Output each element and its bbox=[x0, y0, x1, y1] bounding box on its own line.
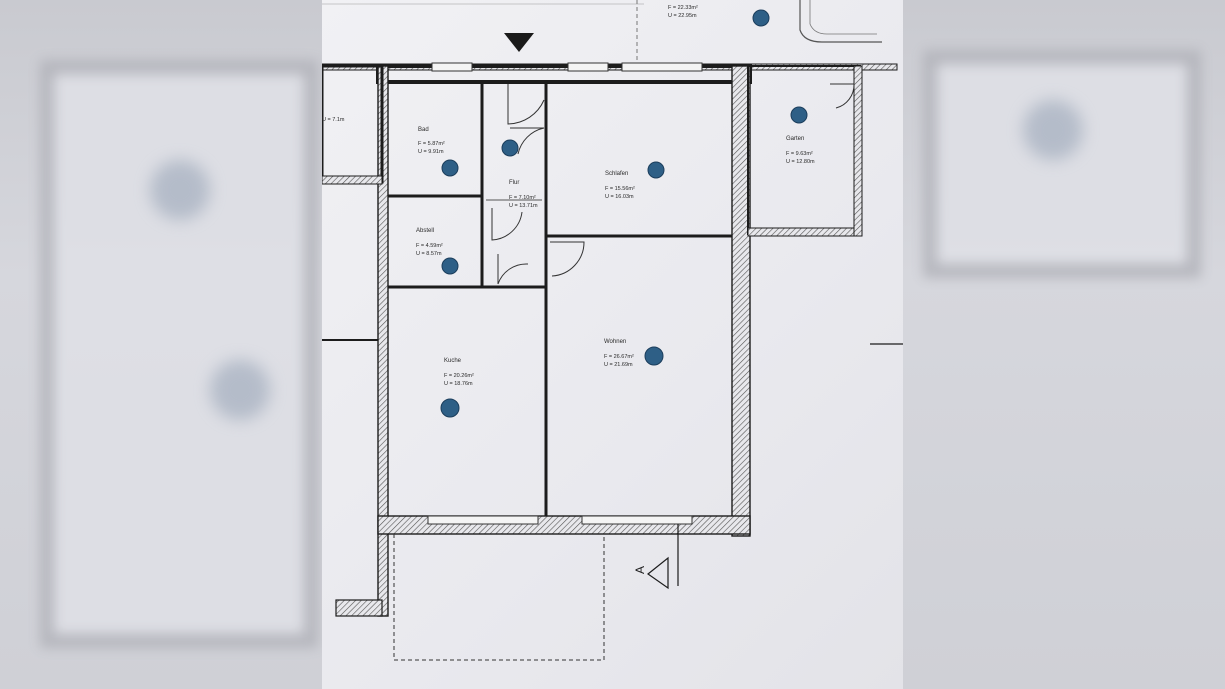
north-arrow-icon bbox=[504, 33, 534, 52]
room-wohnen: Wohnen F = 26.67m² U = 21.69m bbox=[604, 339, 664, 368]
room-name: Kuche bbox=[444, 358, 462, 364]
room-area: F = 22.33m² bbox=[668, 5, 698, 11]
room-perimeter: U = 16.03m bbox=[605, 194, 634, 200]
room-name: Abstell bbox=[416, 228, 434, 234]
room-schlafen: Schlafen F = 15.56m² U = 16.03m bbox=[605, 161, 665, 200]
room-marker-icon bbox=[644, 346, 664, 366]
room-left-neighbour: U = 7.1m bbox=[322, 117, 345, 123]
room-marker-icon bbox=[440, 398, 460, 418]
room-perimeter: U = 12.80m bbox=[786, 159, 815, 165]
floor-plan-drawing: A Bad F = 5.87m² U = 9.91m Flur F = 7.10… bbox=[322, 0, 903, 661]
room-perimeter: U = 9.91m bbox=[418, 149, 444, 155]
left-blurred-background bbox=[0, 0, 322, 689]
right-blurred-background bbox=[903, 0, 1225, 689]
room-marker-icon bbox=[501, 139, 519, 157]
room-perimeter: U = 22.95m bbox=[668, 13, 697, 19]
room-area: F = 7.10m² bbox=[509, 195, 536, 201]
top-neighbour-area bbox=[322, 0, 882, 60]
room-area: F = 15.56m² bbox=[605, 186, 635, 192]
room-kuche: Kuche F = 20.26m² U = 18.76m bbox=[440, 358, 474, 418]
room-perimeter: U = 13.71m bbox=[509, 203, 538, 209]
terrace-outline bbox=[393, 534, 605, 661]
room-name: Flur bbox=[509, 180, 519, 186]
room-name: Wohnen bbox=[604, 339, 626, 345]
section-label: A bbox=[633, 566, 647, 574]
floor-plan-panel: A Bad F = 5.87m² U = 9.91m Flur F = 7.10… bbox=[322, 0, 903, 689]
room-area: F = 26.67m² bbox=[604, 354, 634, 360]
room-flur: Flur F = 7.10m² U = 13.71m bbox=[501, 139, 538, 209]
room-area: F = 9.63m² bbox=[786, 151, 813, 157]
room-name: Bad bbox=[418, 127, 429, 133]
room-marker-icon bbox=[790, 106, 808, 124]
room-perimeter: U = 8.57m bbox=[416, 251, 442, 257]
room-top-neighbour: F = 22.33m² U = 22.95m bbox=[668, 5, 770, 27]
room-marker-icon bbox=[752, 9, 770, 27]
room-marker-icon bbox=[441, 159, 459, 177]
room-area: F = 5.87m² bbox=[418, 141, 445, 147]
room-name: Schlafen bbox=[605, 171, 628, 177]
room-area: F = 20.26m² bbox=[444, 373, 474, 379]
room-marker-icon bbox=[441, 257, 459, 275]
room-area: F = 4.59m² bbox=[416, 243, 443, 249]
room-perimeter: U = 21.69m bbox=[604, 362, 633, 368]
room-name: Garten bbox=[786, 136, 804, 142]
room-perimeter: U = 7.1m bbox=[322, 117, 345, 123]
room-garten: Garten F = 9.63m² U = 12.80m bbox=[786, 106, 815, 165]
section-marker: A bbox=[633, 524, 679, 590]
room-abstell: Abstell F = 4.59m² U = 8.57m bbox=[416, 228, 459, 275]
room-marker-icon bbox=[647, 161, 665, 179]
doors bbox=[491, 83, 855, 285]
room-perimeter: U = 18.76m bbox=[444, 381, 473, 387]
windows bbox=[427, 62, 703, 525]
room-bad: Bad F = 5.87m² U = 9.91m bbox=[418, 127, 459, 177]
interior-walls bbox=[388, 82, 732, 516]
garden-wing bbox=[747, 65, 903, 345]
